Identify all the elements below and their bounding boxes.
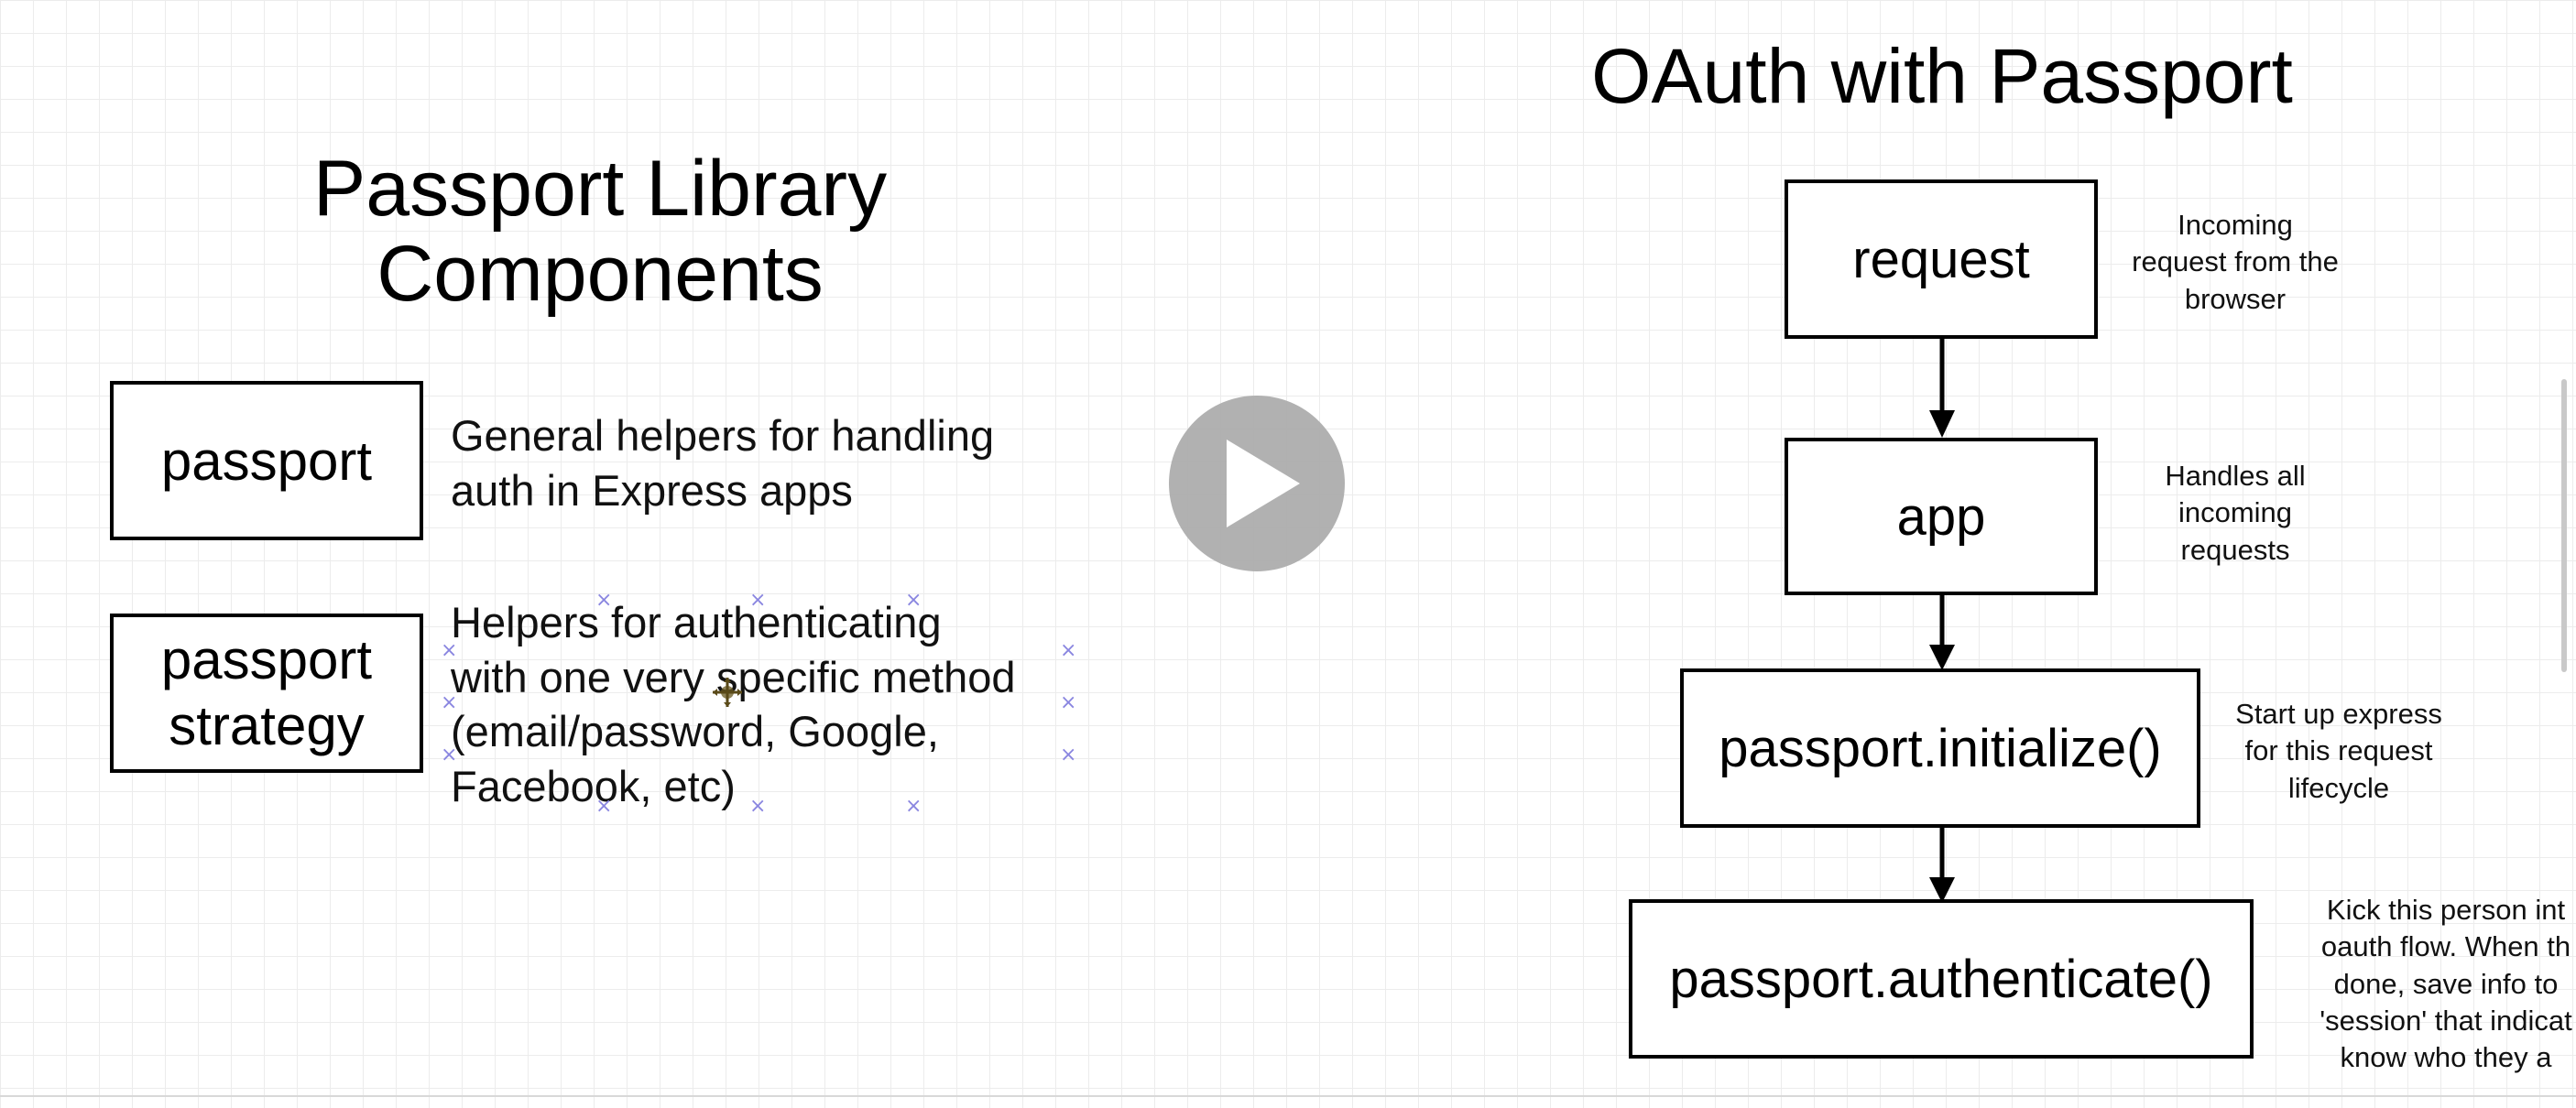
flow-note-line: for this request — [2244, 734, 2433, 767]
flow-box-request: request — [1785, 179, 2098, 339]
flow-note-line: 'session' that indicat — [2319, 1004, 2572, 1037]
flow-box-app: app — [1785, 438, 2098, 595]
flow-box-passport-initialize: passport.initialize() — [1680, 668, 2200, 828]
passport-strategy-box: passport strategy — [110, 614, 423, 773]
selection-handle[interactable]: × — [1060, 744, 1077, 766]
flow-note-request: Incoming request from the browser — [2107, 207, 2363, 318]
flow-arrow — [1929, 595, 1955, 670]
flow-note-passport-authenticate: Kick this person int oauth flow. When th… — [2272, 892, 2576, 1075]
flow-arrow — [1929, 828, 1955, 903]
flow-note-line: know who they a — [2340, 1041, 2552, 1074]
flow-note-line: browser — [2184, 282, 2287, 315]
passport-strategy-box-line1: passport — [160, 629, 373, 690]
selection-handle[interactable]: × — [749, 795, 767, 818]
move-cursor-icon — [713, 678, 742, 707]
passport-box: passport — [110, 381, 423, 540]
selection-handle[interactable]: × — [595, 589, 613, 612]
play-icon — [1227, 440, 1300, 527]
passport-strategy-description[interactable]: Helpers for authenticating with one very… — [451, 595, 1074, 814]
flow-note-line: Kick this person int — [2326, 894, 2566, 926]
passport-description-line: General helpers for handling — [451, 411, 995, 460]
selection-handle[interactable]: × — [595, 795, 613, 818]
selection-handle[interactable]: × — [441, 744, 458, 766]
flow-box-label: app — [1896, 486, 1986, 547]
bottom-divider — [0, 1095, 2576, 1097]
flow-box-label: request — [1852, 229, 2030, 289]
left-title-line1: Passport Library — [312, 145, 888, 233]
flow-note-line: done, save info to — [2333, 967, 2559, 1000]
flow-note-line: Incoming — [2178, 209, 2293, 241]
selection-handle[interactable]: × — [441, 691, 458, 714]
flow-note-line: oauth flow. When th — [2320, 930, 2571, 963]
flow-note-line: requests — [2180, 533, 2290, 566]
passport-strategy-description-line: (email/password, Google, — [451, 707, 939, 756]
passport-strategy-box-line2: strategy — [169, 695, 365, 756]
passport-description-line: auth in Express apps — [451, 465, 853, 515]
selection-handle[interactable]: × — [441, 639, 458, 662]
passport-description: General helpers for handling auth in Exp… — [451, 408, 1092, 517]
selection-handle[interactable]: × — [905, 589, 922, 612]
flow-note-line: incoming — [2178, 496, 2293, 529]
flow-box-passport-authenticate: passport.authenticate() — [1629, 899, 2254, 1059]
flow-note-line: request from the — [2132, 245, 2339, 278]
flow-note-line: Start up express — [2235, 698, 2442, 730]
flow-note-app: Handles all incoming requests — [2107, 458, 2363, 569]
flow-box-label: passport.authenticate() — [1669, 949, 2213, 1009]
left-title-line2: Components — [377, 229, 824, 318]
flow-note-passport-initialize: Start up express for this request lifecy… — [2206, 696, 2472, 807]
flow-arrow — [1929, 339, 1955, 438]
passport-strategy-description-line: with one very specific method — [451, 652, 1016, 701]
passport-strategy-description-line: Facebook, etc) — [451, 762, 736, 811]
vertical-scrollbar-thumb[interactable] — [2561, 379, 2567, 672]
flow-box-label: passport.initialize() — [1719, 718, 2162, 778]
right-title: OAuth with Passport — [1591, 33, 2293, 119]
flow-note-line: lifecycle — [2287, 771, 2390, 804]
selection-handle[interactable]: × — [1060, 691, 1077, 714]
passport-strategy-description-line: Helpers for authenticating — [451, 598, 942, 646]
play-button[interactable] — [1169, 396, 1345, 571]
flow-note-text: Kick this person int oauth flow. When th… — [2272, 892, 2576, 1075]
flow-note-line: Handles all — [2165, 460, 2306, 492]
left-title: Passport Library Components — [211, 147, 989, 317]
selection-handle[interactable]: × — [905, 795, 922, 818]
selection-handle[interactable]: × — [1060, 639, 1077, 662]
passport-box-label: passport — [160, 429, 373, 492]
selection-handle[interactable]: × — [749, 589, 767, 612]
